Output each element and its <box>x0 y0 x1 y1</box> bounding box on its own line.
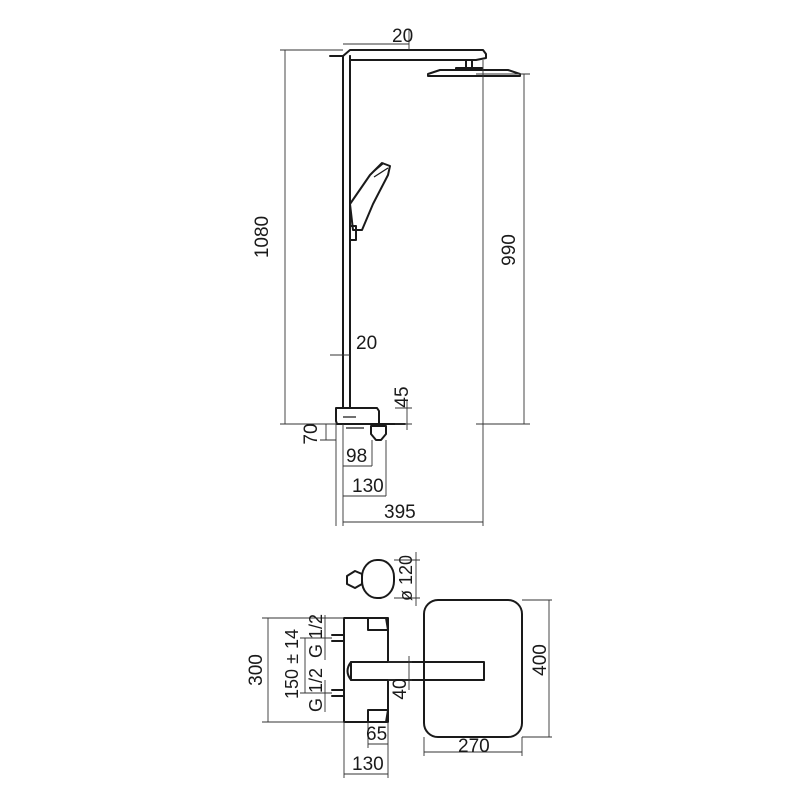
label-plan-valve-width: 130 <box>352 754 384 775</box>
label-total-height: 1080 <box>252 216 273 258</box>
label-valve-height: 45 <box>392 386 413 407</box>
thermostatic-valve-body <box>335 407 380 425</box>
valve-bottom-cap <box>367 709 389 723</box>
inlet-bottom <box>331 689 345 697</box>
side-elevation-view: 20 1080 990 20 45 70 98 130 395 <box>252 26 530 526</box>
label-plan-head-height: 400 <box>530 644 551 676</box>
plan-extension-lines <box>262 559 552 778</box>
label-inlet-thread-top: G 1/2 <box>306 614 326 658</box>
label-bar-offset: 20 <box>356 333 377 354</box>
shower-head-connector <box>465 59 473 69</box>
label-valve-projection: 130 <box>352 476 384 497</box>
shower-head-step <box>455 67 483 71</box>
valve-top-cap <box>367 617 389 631</box>
label-valve-offset: 65 <box>366 724 387 745</box>
bar-front-left-round <box>346 661 352 681</box>
label-hand-shower-diameter: ø 120 <box>396 555 416 601</box>
side-extension-lines <box>280 30 530 526</box>
inlet-top <box>331 634 345 642</box>
bar-through-head <box>423 661 485 681</box>
label-body-height: 300 <box>246 654 267 686</box>
label-outlet-depth: 98 <box>346 446 367 467</box>
valve-outlet <box>370 425 387 441</box>
riser-pipe <box>342 55 351 408</box>
label-valve-depth: 70 <box>301 423 322 444</box>
hand-shower-face <box>371 162 389 178</box>
label-inlet-thread-bottom: G 1/2 <box>306 668 326 712</box>
label-head-width: 270 <box>458 736 490 757</box>
label-total-projection: 395 <box>384 502 416 523</box>
hand-shower-bracket <box>346 570 363 589</box>
plan-view: ø 120 G 1/2 G 1/2 150 ± 14 300 400 40 65… <box>246 552 552 778</box>
label-bar-width: 40 <box>390 678 411 699</box>
label-arm-projection: 20 <box>392 26 413 47</box>
label-head-height: 990 <box>499 234 520 266</box>
valve-knob-lines <box>343 416 364 429</box>
overhead-arm <box>342 49 487 61</box>
hand-shower <box>349 162 391 231</box>
hand-shower-holder <box>349 225 357 241</box>
label-inlet-centers: 150 ± 14 <box>282 629 302 699</box>
hand-shower-disc <box>361 559 395 599</box>
